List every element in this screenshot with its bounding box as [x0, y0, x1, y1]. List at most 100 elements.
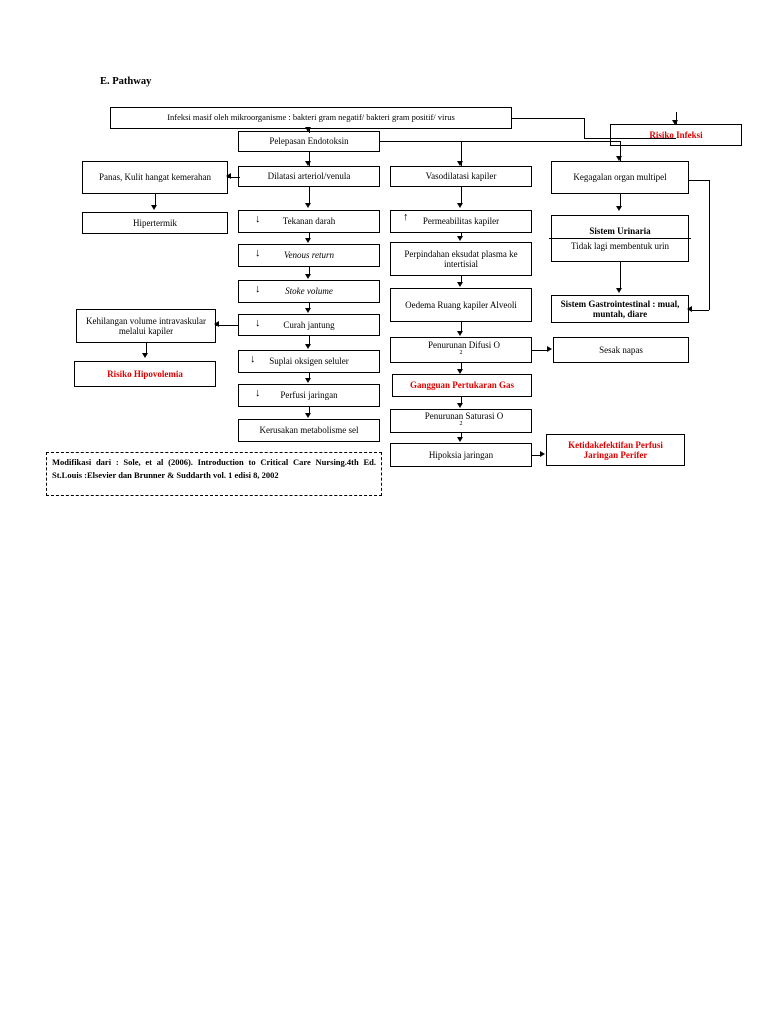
node-permeabilitas-kapiler: Permeabilitas kapiler — [390, 210, 532, 233]
arrow-icon — [616, 206, 622, 211]
node-sistem-gastrointestinal: Sistem Gastrointestinal : mual, muntah, … — [551, 295, 689, 323]
arrow-icon — [142, 353, 148, 358]
down-arrow-icon: ↓ — [255, 283, 261, 295]
node-sesak-napas: Sesak napas — [553, 337, 689, 363]
connector — [309, 373, 310, 379]
node-venous-return: Venous return — [238, 244, 380, 267]
node-vasodilatasi-kapiler: Vasodilatasi kapiler — [390, 166, 532, 187]
arrow-icon — [305, 203, 311, 208]
node-tekanan-darah-label: Tekanan darah — [282, 216, 336, 227]
node-curah-jantung: Curah jantung — [238, 314, 380, 336]
connector — [692, 310, 709, 311]
arrow-icon — [672, 120, 678, 125]
arrow-icon — [540, 451, 545, 457]
node-dilatasi-arteriol: Dilatasi arteriol/venula — [238, 166, 380, 187]
node-perfusi-jaringan: Perfusi jaringan — [238, 384, 380, 407]
node-kegagalan-organ: Kegagalan organ multipel — [551, 161, 689, 194]
arrow-icon — [457, 282, 463, 287]
arrow-icon — [457, 369, 463, 374]
arrow-icon — [305, 238, 311, 243]
node-dilatasi-arteriol-label: Dilatasi arteriol/venula — [267, 171, 351, 182]
node-tekanan-darah: Tekanan darah — [238, 210, 380, 233]
node-perpindahan-eksudat: Perpindahan eksudat plasma ke intertisia… — [390, 242, 532, 276]
node-venous-return-label: Venous return — [284, 250, 334, 261]
node-perpindahan-eksudat-label: Perpindahan eksudat plasma ke intertisia… — [404, 248, 518, 269]
node-sistem-urinaria-title: Sistem Urinaria — [549, 226, 691, 239]
connector — [620, 194, 621, 208]
arrow-icon — [457, 236, 463, 241]
arrow-icon — [457, 437, 463, 442]
connector — [461, 276, 462, 283]
node-hipertermik: Hipertermik — [82, 212, 228, 234]
connector — [309, 152, 310, 166]
node-gangguan-pertukaran-gas-label: Gangguan Pertukaran Gas — [409, 380, 514, 391]
node-kerusakan-metabolisme: Kerusakan metabolisme sel — [238, 419, 380, 442]
connector — [216, 325, 238, 326]
node-sistem-gastrointestinal-label: Sistem Gastrointestinal : mual, muntah, … — [560, 298, 680, 319]
arrow-icon — [305, 344, 311, 349]
connector — [309, 303, 310, 309]
node-kehilangan-volume: Kehilangan volume intravaskular melalui … — [76, 309, 216, 343]
node-risiko-infeksi-label: Risiko Infeksi — [649, 129, 703, 140]
down-arrow-icon: ↓ — [255, 247, 261, 259]
node-permeabilitas-kapiler-label: Permeabilitas kapiler — [422, 216, 500, 227]
connector — [146, 343, 147, 355]
node-hipoksia-jaringan-label: Hipoksia jaringan — [428, 449, 494, 460]
node-risiko-hipovolemia-label: Risiko Hipovolemia — [107, 368, 183, 379]
connector — [155, 194, 156, 207]
node-oedema-ruang-kapiler-label: Oedema Ruang kapiler Alveoli — [405, 299, 517, 310]
node-risiko-hipovolemia: Risiko Hipovolemia — [74, 361, 216, 387]
node-suplai-oksigen-label: Suplai oksigen seluler — [269, 356, 349, 367]
connector — [461, 141, 462, 166]
node-infeksi-masif-label: Infeksi masif oleh mikroorganisme : bakt… — [167, 112, 455, 123]
node-stoke-volume-label: Stoke volume — [285, 286, 333, 297]
arrow-icon — [226, 173, 231, 179]
arrow-icon — [616, 288, 622, 293]
arrow-icon — [305, 378, 311, 383]
node-sesak-napas-label: Sesak napas — [599, 344, 643, 355]
arrow-icon — [305, 161, 311, 166]
connector — [620, 141, 621, 161]
down-arrow-icon: ↓ — [255, 213, 261, 225]
connector — [461, 233, 462, 237]
up-arrow-icon: ↑ — [403, 211, 409, 223]
node-stoke-volume: Stoke volume — [238, 280, 380, 303]
node-oedema-ruang-kapiler: Oedema Ruang kapiler Alveoli — [390, 288, 532, 322]
source-note: Modifikasi dari : Sole, et al (2006). In… — [46, 452, 382, 496]
connector — [309, 336, 310, 344]
node-pelepasan-endotoksin-label: Pelepasan Endotoksin — [269, 136, 349, 147]
connector — [512, 118, 584, 119]
node-kerusakan-metabolisme-label: Kerusakan metabolisme sel — [259, 425, 359, 436]
node-hipoksia-jaringan: Hipoksia jaringan — [390, 443, 532, 467]
connector — [309, 407, 310, 414]
arrow-icon — [305, 274, 311, 279]
page-title: E. Pathway — [100, 76, 152, 87]
node-ketidakefektifan-perfusi-label: Ketidakefektifan Perfusi Jaringan Perife… — [568, 439, 663, 460]
source-note-text: Modifikasi dari : Sole, et al (2006). In… — [52, 457, 376, 480]
arrow-icon — [151, 205, 157, 210]
connector — [309, 233, 310, 239]
node-risiko-infeksi: Risiko Infeksi — [610, 124, 742, 146]
node-panas-kulit: Panas, Kulit hangat kemerahan — [82, 161, 228, 194]
node-kehilangan-volume-label: Kehilangan volume intravaskular melalui … — [86, 315, 206, 336]
node-panas-kulit-label: Panas, Kulit hangat kemerahan — [99, 172, 211, 183]
node-kegagalan-organ-label: Kegagalan organ multipel — [573, 172, 667, 183]
connector — [620, 262, 621, 288]
connector — [532, 350, 548, 351]
connector — [380, 141, 620, 142]
node-sistem-urinaria: Sistem Urinaria Tidak lagi membentuk uri… — [549, 215, 691, 262]
arrow-icon — [687, 306, 692, 312]
down-arrow-icon: ↓ — [255, 317, 261, 329]
connector — [689, 180, 709, 181]
node-hipertermik-label: Hipertermik — [133, 217, 177, 228]
connector — [676, 112, 677, 124]
node-ketidakefektifan-perfusi: Ketidakefektifan Perfusi Jaringan Perife… — [546, 434, 685, 466]
arrow-icon — [305, 413, 311, 418]
arrow-icon — [457, 403, 463, 408]
arrow-icon — [457, 203, 463, 208]
arrow-icon — [547, 346, 552, 352]
